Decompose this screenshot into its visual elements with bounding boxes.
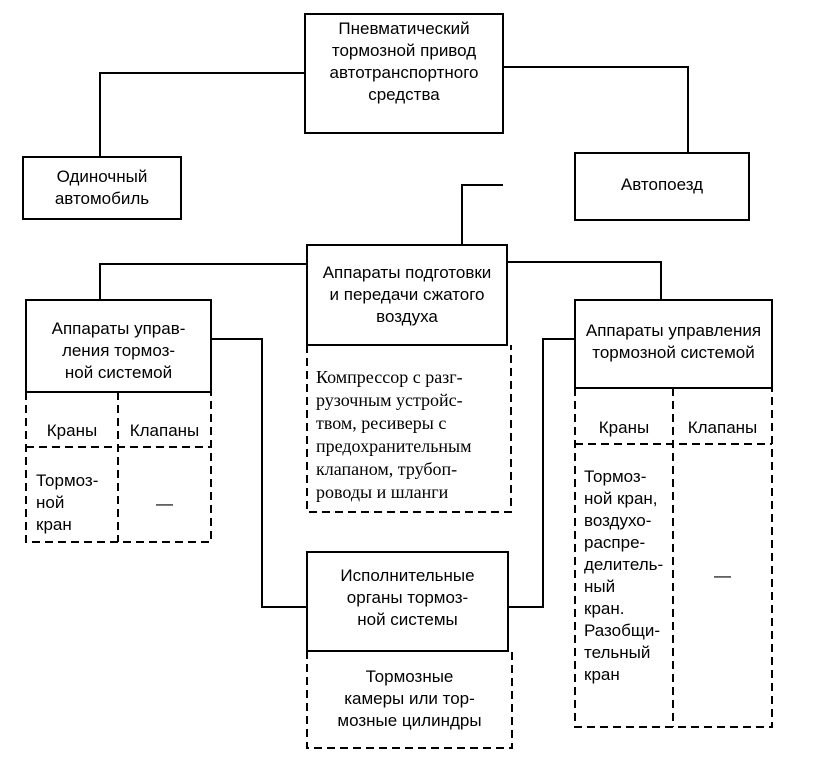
control-right-title: Аппараты управления тормозной системой — [585, 321, 762, 362]
actuators-details: Тормозные камеры или тор- мозные цилиндр… — [337, 667, 482, 730]
actuators-title: Исполнительные органы тормоз- ной систем… — [340, 566, 475, 629]
connectors — [99, 66, 689, 608]
single-vehicle-box — [22, 156, 182, 220]
control-left-table-frame — [25, 392, 212, 543]
control-right-col-valves: Краны — [598, 418, 650, 437]
control-right-table-frame — [574, 388, 773, 728]
root-box — [304, 13, 504, 134]
single-vehicle-label: Одиночный автомобиль — [54, 167, 150, 208]
root-label: Пневматический тормозной привод автотран… — [329, 19, 479, 104]
preparation-title: Аппараты подготовки и передачи сжатого в… — [322, 263, 492, 326]
actuators-details-frame — [306, 651, 513, 749]
control-left-valves-list: Тормоз- ной кран — [36, 471, 99, 534]
control-left-title: Аппараты управ- ления тормоз- ной систем… — [51, 319, 186, 382]
road-train-label: Автопоезд — [620, 175, 704, 194]
preparation-details: Компрессор с разг- рузочным устройс- тво… — [316, 367, 472, 502]
actuators-box — [306, 551, 509, 652]
preparation-box — [306, 244, 508, 346]
control-right-col-flaps: Клапаны — [687, 418, 758, 437]
control-left-col-flaps: Клапаны — [129, 421, 200, 440]
control-right-valves-list: Тормоз- ной кран, воздухо- распре- делит… — [584, 467, 664, 684]
road-train-box — [574, 152, 750, 221]
control-left-flaps-list: — — [156, 494, 173, 513]
control-right-flaps-list: — — [714, 566, 731, 585]
control-left-col-valves: Краны — [46, 421, 98, 440]
preparation-details-frame — [306, 345, 512, 513]
